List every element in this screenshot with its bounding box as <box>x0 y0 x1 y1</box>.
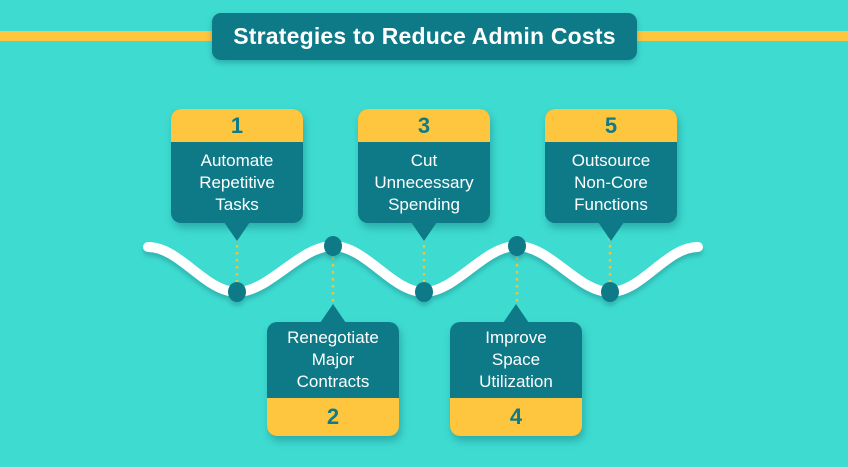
timeline-node-1 <box>228 282 246 302</box>
strategy-label-1: Automate Repetitive Tasks <box>199 150 275 214</box>
step-number-badge-4: 4 <box>450 398 582 436</box>
strategy-label-3: Cut Unnecessary Spending <box>374 150 474 214</box>
step-number-badge-3: 3 <box>358 109 490 142</box>
timeline-node-5 <box>601 282 619 302</box>
step-number-badge-5: 5 <box>545 109 677 142</box>
card-pointer-up-icon <box>503 304 529 323</box>
step-number: 5 <box>604 112 618 138</box>
timeline-node-4 <box>508 236 526 256</box>
step-number-badge-1: 1 <box>171 109 303 142</box>
strategy-label-4: Improve Space Utilization <box>479 328 553 391</box>
strategy-card-1: 1 Automate Repetitive Tasks <box>171 109 303 241</box>
step-number: 2 <box>326 404 340 429</box>
strategy-label-5: Outsource Non-Core Functions <box>571 150 651 214</box>
card-pointer-up-icon <box>320 304 346 323</box>
strategy-label-2: Renegotiate Major Contracts <box>287 328 379 391</box>
step-number: 1 <box>230 112 244 138</box>
timeline-node-3 <box>415 282 433 302</box>
strategy-card-3: 3 Cut Unnecessary Spending <box>358 109 490 241</box>
page-title: Strategies to Reduce Admin Costs <box>233 23 616 49</box>
card-pointer-down-icon <box>224 222 250 241</box>
timeline-node-2 <box>324 236 342 256</box>
step-number-badge-2: 2 <box>267 398 399 436</box>
wave-line <box>143 240 703 298</box>
strategy-card-4: Improve Space Utilization 4 <box>450 304 582 436</box>
strategy-card-5: 5 Outsource Non-Core Functions <box>545 109 677 241</box>
step-number: 4 <box>509 404 523 429</box>
step-number: 3 <box>417 112 431 138</box>
strategy-card-2: Renegotiate Major Contracts 2 <box>267 304 399 436</box>
title-banner: Strategies to Reduce Admin Costs <box>212 13 637 60</box>
card-pointer-down-icon <box>598 222 624 241</box>
card-pointer-down-icon <box>411 222 437 241</box>
